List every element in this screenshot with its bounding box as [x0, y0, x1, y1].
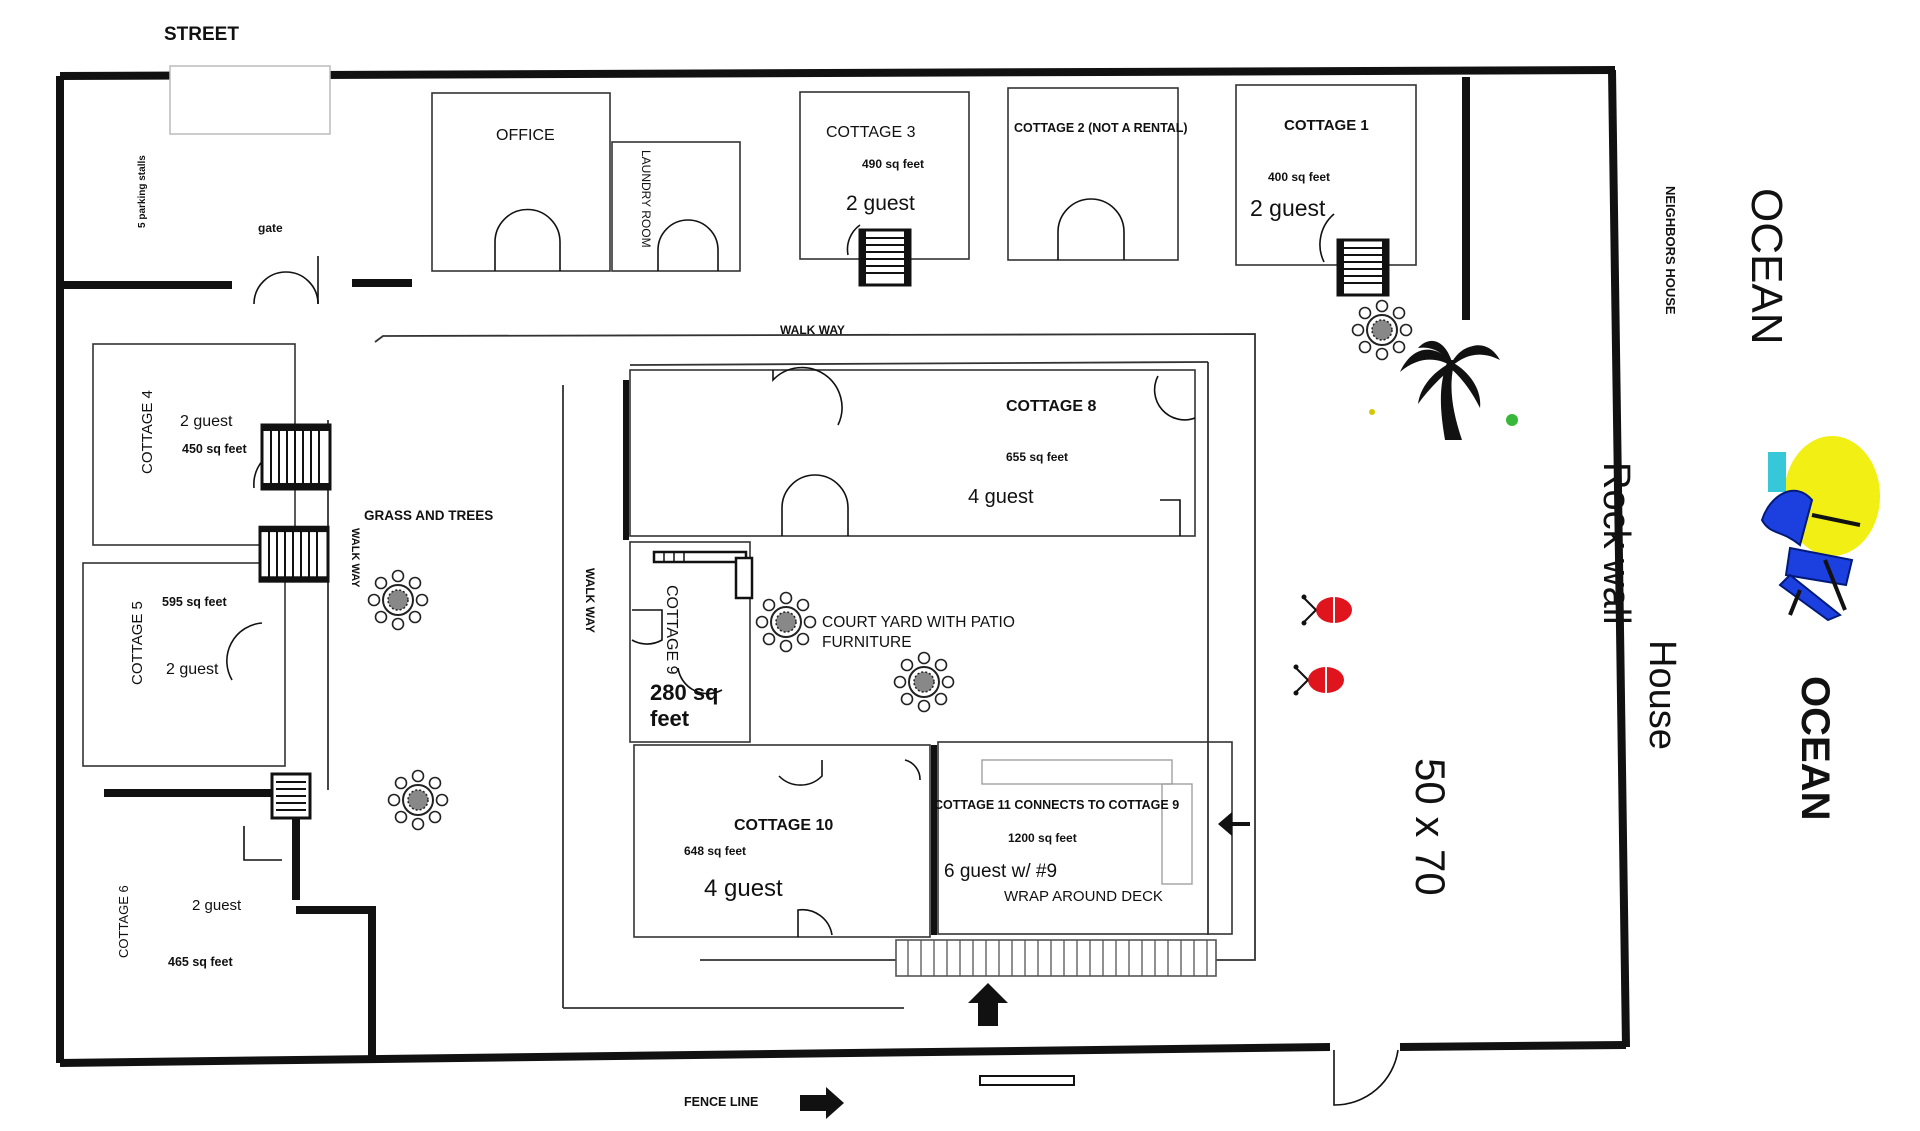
house-label: House — [1641, 640, 1683, 750]
cottage-8-sqft: 655 sq feet — [1006, 450, 1068, 464]
parking-label: 5 parking stalls — [137, 155, 148, 228]
cottage-11-room — [937, 741, 1233, 935]
cottage-3-label: COTTAGE 3 — [826, 124, 916, 141]
cottage-11-sqft: 1200 sq feet — [1008, 831, 1077, 845]
cottage-4-label: COTTAGE 4 — [139, 390, 156, 474]
cottage-4-guests: 2 guest — [180, 413, 233, 430]
street-label: STREET — [164, 24, 239, 45]
cottage-11-guests: 6 guest w/ #9 — [944, 861, 1057, 882]
cottage-9-label: COTTAGE 9 — [663, 585, 680, 675]
cottage-1-sqft: 400 sq feet — [1268, 170, 1330, 184]
dimensions-label: 50 x 70 — [1407, 758, 1454, 896]
wrap-around-deck — [895, 759, 1217, 977]
palm-tree-icon — [1369, 340, 1518, 440]
cottage-10-label: COTTAGE 10 — [734, 817, 833, 834]
cottage-8-guests: 4 guest — [968, 486, 1034, 508]
grass-label: GRASS AND TREES — [364, 508, 493, 523]
cottage-9-sqft-line2: feet — [650, 706, 690, 731]
walkway-left-label: WALK WAY — [349, 528, 361, 588]
cottage-3-guests: 2 guest — [846, 192, 915, 215]
office-label: OFFICE — [496, 127, 555, 144]
cottage-6-label: COTTAGE 6 — [116, 885, 131, 958]
cottage-10-room — [633, 744, 931, 938]
cottage-9-sqft-line1: 280 sq — [650, 680, 719, 705]
walkway-center-label: WALK WAY — [583, 568, 597, 633]
cottage-6-sqft: 465 sq feet — [168, 955, 233, 969]
courtyard-label-line2: FURNITURE — [822, 634, 912, 651]
cottage-11-label: COTTAGE 11 CONNECTS TO COTTAGE 9 — [934, 798, 1179, 812]
stairs-icon — [258, 228, 1390, 820]
fence-line-label: FENCE LINE — [684, 1095, 758, 1109]
bbq-grill-icon — [1292, 593, 1353, 697]
cottage-1-label: COTTAGE 1 — [1284, 117, 1369, 134]
cottage-8-room — [629, 369, 1196, 537]
cottage-2-room — [1007, 87, 1179, 261]
cottage-10-guests: 4 guest — [704, 875, 783, 902]
doors — [226, 198, 1399, 1106]
arrow-icon — [800, 812, 1250, 1119]
cottage-10-sqft: 648 sq feet — [684, 844, 746, 858]
cottage-5-sqft: 595 sq feet — [162, 595, 227, 609]
cottage-5-guests: 2 guest — [166, 661, 219, 678]
neighbors-label: NEIGHBORS HOUSE — [1663, 186, 1678, 315]
cottage-9-room — [629, 541, 751, 743]
cottage-5-label: COTTAGE 5 — [129, 601, 146, 685]
walkway-lines — [327, 333, 1256, 1009]
cottage-3-sqft: 490 sq feet — [862, 157, 924, 171]
fence-marker — [979, 1075, 1075, 1086]
ocean-label-top: OCEAN — [1742, 188, 1791, 344]
cottage-4-sqft: 450 sq feet — [182, 442, 247, 456]
gate-label: gate — [258, 221, 283, 235]
wrap-deck-label: WRAP AROUND DECK — [1004, 888, 1163, 905]
cottage-2-label: COTTAGE 2 (NOT A RENTAL) — [1014, 121, 1188, 135]
laundry-label: LAUNDRY ROOM — [639, 150, 653, 248]
rock-wall-label: Rock wall — [1595, 462, 1637, 625]
cottage-6-guests: 2 guest — [192, 897, 242, 914]
cottage-8-label: COTTAGE 8 — [1006, 398, 1096, 415]
laundry-room — [611, 141, 741, 272]
beach-chair-icon — [1760, 489, 1861, 622]
cottage-1-guests: 2 guest — [1250, 195, 1326, 221]
walkway-top-label: WALK WAY — [780, 323, 845, 337]
ocean-label-bottom: OCEAN — [1793, 676, 1837, 820]
office-room — [431, 92, 611, 272]
cottage-1-room — [1235, 84, 1417, 266]
cottage-5-room — [82, 562, 286, 767]
property-walls — [56, 66, 1630, 1067]
courtyard-label-line1: COURT YARD WITH PATIO — [822, 614, 1015, 631]
parking-stalls — [169, 65, 331, 135]
